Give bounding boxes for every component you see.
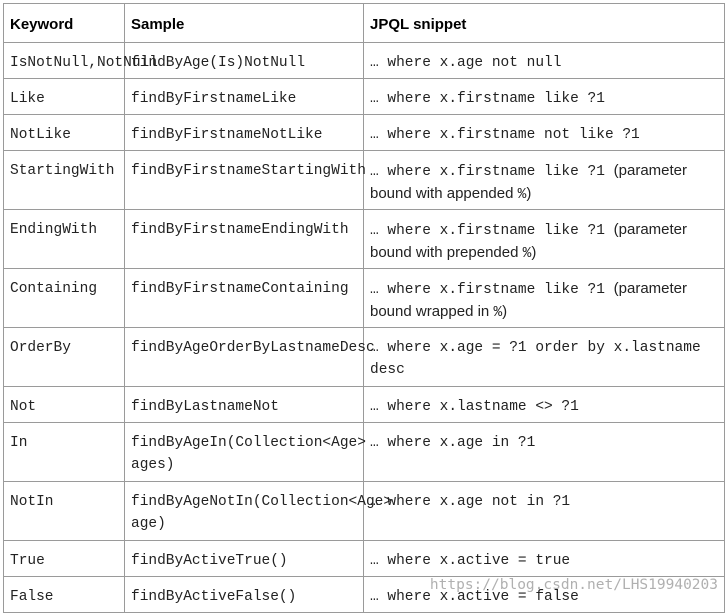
sample-cell: findByAgeIn(Collection<Age> ages) (124, 422, 366, 482)
jpql-cell: … where x.age not null (363, 42, 725, 79)
keyword-cell: True (3, 540, 125, 577)
jpql-cell: … where x.age = ?1 order by x.lastname d… (363, 327, 725, 387)
jpql-cell: … where x.lastname <> ?1 (363, 386, 725, 423)
jpql-note: (parameter bound with appended (370, 162, 688, 202)
jpql-cell: … where x.active = true (363, 540, 725, 577)
jpql-note-symbol: % (522, 246, 532, 262)
jpql-note: (parameter bound with prepended (370, 221, 688, 261)
jpql-note-symbol: % (517, 187, 527, 203)
jpql-note-end: ) (531, 244, 537, 261)
header-jpql: JPQL snippet (363, 3, 725, 43)
keyword-cell: In (3, 422, 125, 482)
table-header-row: Keyword Sample JPQL snippet (3, 3, 725, 43)
jpql-cell: … where x.age in ?1 (363, 422, 725, 482)
jpql-cell: … where x.age not in ?1 (363, 481, 725, 541)
header-keyword: Keyword (3, 3, 125, 43)
jpql-note: (parameter bound wrapped in (370, 280, 688, 320)
sample-cell: findByLastnameNot (124, 386, 364, 423)
keyword-cell: NotIn (3, 481, 125, 541)
sample-cell: findByActiveTrue() (124, 540, 364, 577)
sample-cell: findByFirstnameContaining (124, 268, 364, 328)
jpql-snippet: … where x.firstname like ?1 (370, 282, 605, 298)
jpql-snippet: … where x.firstname like ?1 (370, 223, 605, 239)
keyword-cell: IsNotNull,NotNull (3, 42, 158, 79)
jpql-note-symbol: % (493, 305, 503, 321)
jpql-cell: … where x.firstname like ?1 (363, 78, 725, 115)
jpql-cell: … where x.firstname like ?1 (parameter b… (363, 150, 725, 210)
jpql-snippet: … where x.firstname like ?1 (370, 164, 605, 180)
sample-cell: findByActiveFalse() (124, 576, 364, 613)
keyword-reference-table: Keyword Sample JPQL snippet IsNotNull,No… (3, 3, 725, 613)
jpql-cell: … where x.firstname like ?1 (parameter b… (363, 209, 725, 269)
sample-cell: findByAgeOrderByLastnameDesc (124, 327, 375, 387)
jpql-cell: … where x.firstname like ?1 (parameter b… (363, 268, 725, 328)
sample-cell: findByFirstnameStartingWith (124, 150, 366, 210)
keyword-cell: StartingWith (3, 150, 125, 210)
sample-cell: findByAgeNotIn(Collection<Age> age) (124, 481, 392, 541)
keyword-cell: Containing (3, 268, 125, 328)
sample-cell: findByAge(Is)NotNull (124, 42, 364, 79)
header-sample: Sample (124, 3, 364, 43)
keyword-cell: False (3, 576, 125, 613)
keyword-cell: Like (3, 78, 125, 115)
jpql-cell: … where x.active = false (363, 576, 725, 613)
jpql-note-end: ) (502, 303, 508, 320)
sample-cell: findByFirstnameEndingWith (124, 209, 364, 269)
keyword-cell: EndingWith (3, 209, 125, 269)
jpql-cell: … where x.firstname not like ?1 (363, 114, 725, 151)
keyword-cell: Not (3, 386, 125, 423)
jpql-note-end: ) (526, 185, 532, 202)
keyword-cell: NotLike (3, 114, 125, 151)
keyword-cell: OrderBy (3, 327, 125, 387)
sample-cell: findByFirstnameLike (124, 78, 364, 115)
sample-cell: findByFirstnameNotLike (124, 114, 364, 151)
